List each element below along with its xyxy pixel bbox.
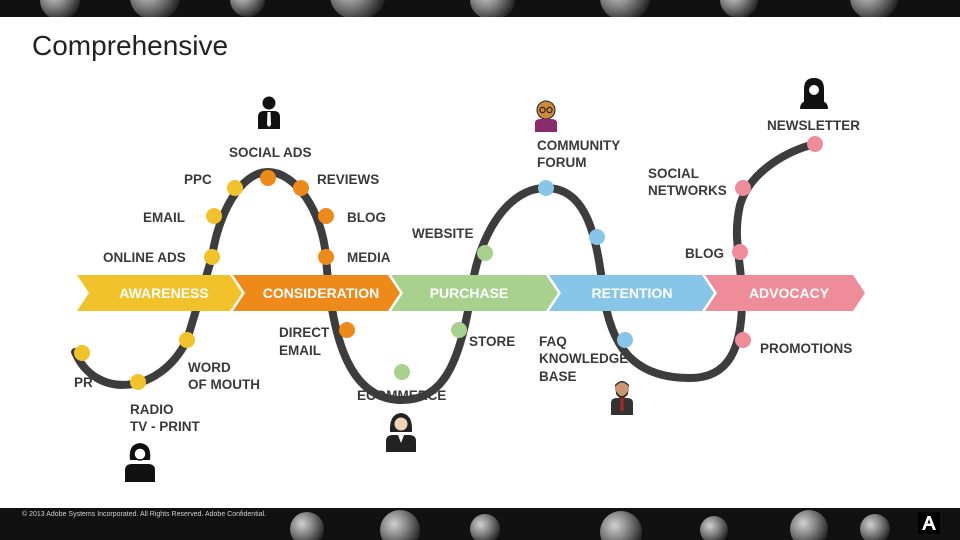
dot-ppc: [227, 180, 243, 196]
stage-banner: AWARENESS CONSIDERATION PURCHASE RETENTI…: [77, 275, 865, 311]
stage-label-purchase: PURCHASE: [430, 285, 509, 301]
label-reviews: REVIEWS: [317, 172, 379, 187]
label-forum: FORUM: [537, 155, 587, 170]
stage-label-retention: RETENTION: [592, 285, 673, 301]
label-knowledge: KNOWLEDGE: [539, 351, 628, 366]
label-media: MEDIA: [347, 250, 391, 265]
stage-purchase: [391, 275, 558, 311]
dot-email: [206, 208, 222, 224]
label-store: STORE: [469, 334, 515, 349]
dot-faq: [617, 332, 633, 348]
dot-social-networks: [735, 180, 751, 196]
slide-title: Comprehensive: [32, 30, 229, 61]
label-website: WEBSITE: [412, 226, 474, 241]
label-of-mouth: OF MOUTH: [188, 377, 260, 392]
label-social-ads: SOCIAL ADS: [229, 145, 312, 160]
label-newsletter: NEWSLETTER: [767, 118, 860, 133]
label-pr: PR: [74, 375, 93, 390]
bottom-decorative-band: [0, 508, 960, 540]
stage-retention: [549, 275, 714, 311]
label-faq: FAQ: [539, 334, 567, 349]
dot-website: [477, 245, 493, 261]
label-radio: RADIO: [130, 402, 174, 417]
label-promotions: PROMOTIONS: [760, 341, 852, 356]
adobe-logo-icon: [918, 512, 940, 534]
label-base: BASE: [539, 369, 577, 384]
touchpoint-dots: [74, 136, 823, 390]
label-direct-email: EMAIL: [279, 343, 321, 358]
person-hijab-icon: [800, 78, 828, 109]
stage-label-consideration: CONSIDERATION: [263, 285, 379, 301]
stage-label-awareness: AWARENESS: [119, 285, 208, 301]
dot-direct-email: [339, 322, 355, 338]
dot-blog-consideration: [318, 208, 334, 224]
stage-awareness: [77, 275, 242, 311]
dot-newsletter: [807, 136, 823, 152]
dot-retention-mid: [589, 229, 605, 245]
dot-pr: [74, 345, 90, 361]
dot-reviews: [293, 180, 309, 196]
dot-community-forum: [538, 180, 554, 196]
person-woman-icon: [125, 443, 155, 482]
person-suit-icon: [258, 96, 280, 129]
dot-store: [451, 322, 467, 338]
label-word: WORD: [188, 360, 231, 375]
footer-copyright: © 2013 Adobe Systems Incorporated. All R…: [22, 511, 267, 518]
dot-social-ads: [260, 170, 276, 186]
touchpoint-labels: PR RADIO TV - PRINT WORD OF MOUTH ONLINE…: [74, 118, 860, 434]
stage-label-advocacy: ADVOCACY: [749, 285, 830, 301]
label-ppc: PPC: [184, 172, 212, 187]
label-email: EMAIL: [143, 210, 185, 225]
stage-consideration: [233, 275, 400, 311]
label-blog-advocacy: BLOG: [685, 246, 724, 261]
person-glasses-icon: [535, 100, 557, 132]
label-online-ads: ONLINE ADS: [103, 250, 186, 265]
person-businesswoman-icon: [386, 413, 416, 452]
dot-word-of-mouth: [179, 332, 195, 348]
label-direct: DIRECT: [279, 325, 330, 340]
label-social: SOCIAL: [648, 166, 699, 181]
dot-promotions: [735, 332, 751, 348]
dot-radio: [130, 374, 146, 390]
label-community: COMMUNITY: [537, 138, 620, 153]
label-blog-consideration: BLOG: [347, 210, 386, 225]
dot-online-ads: [204, 249, 220, 265]
stage-advocacy: [705, 275, 865, 311]
label-tv-print: TV - PRINT: [130, 419, 201, 434]
person-bearded-icon: [611, 381, 633, 415]
label-ecommerce: ECOMMERCE: [357, 388, 446, 403]
label-networks: NETWORKS: [648, 183, 727, 198]
dot-ecommerce: [394, 364, 410, 380]
dot-blog-advocacy: [732, 244, 748, 260]
top-decorative-band: [0, 0, 960, 17]
dot-media: [318, 249, 334, 265]
